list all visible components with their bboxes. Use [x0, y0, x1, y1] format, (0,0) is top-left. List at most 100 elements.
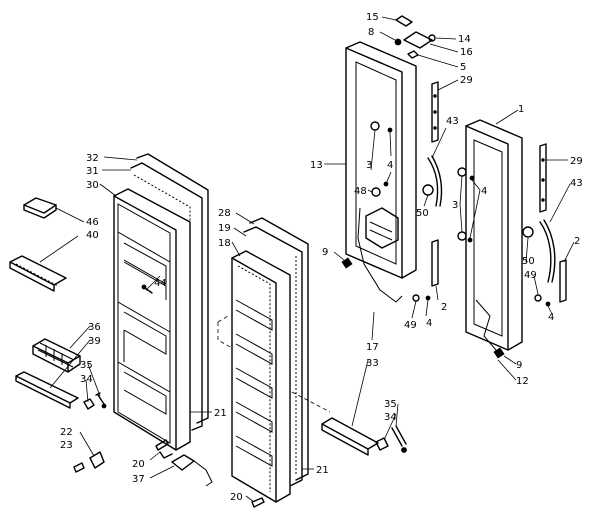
screw-20-shaft — [159, 451, 173, 459]
center-gasket-outer — [249, 217, 309, 481]
bushing-8 — [394, 38, 402, 46]
leader-4c — [469, 179, 481, 239]
wire-harness-17 — [357, 207, 403, 303]
callout-19: 19 — [218, 223, 231, 234]
leader-14 — [435, 37, 457, 40]
screw-20-bottom — [251, 497, 265, 508]
callout-34-left: 34 — [80, 374, 93, 385]
callout-20-left: 20 — [132, 459, 145, 470]
center-shelf-5 — [235, 435, 273, 467]
leader-43b — [549, 183, 571, 223]
callout-2-lower: 2 — [574, 236, 580, 247]
arm-43-lower — [539, 221, 552, 283]
screw-4-lower-a — [469, 175, 475, 181]
strip-29-upper — [431, 81, 439, 143]
callout-3-upper: 3 — [366, 160, 372, 171]
callout-9-upper: 9 — [322, 247, 328, 258]
cap-34-right — [375, 437, 389, 451]
cap-34-left — [83, 398, 95, 410]
callout-46: 46 — [86, 217, 99, 228]
liner-panel-window — [123, 261, 167, 362]
leader-lines — [39, 16, 575, 503]
shelf-bar-40 — [9, 255, 67, 292]
screw-9-upper — [341, 257, 353, 269]
leader-4a — [385, 131, 392, 185]
center-gasket-inner — [243, 226, 303, 487]
hinge-50-upper — [422, 184, 434, 196]
callout-49-lower: 49 — [524, 270, 537, 281]
dispenser-module-detail — [369, 221, 393, 241]
leader-34b — [383, 413, 397, 441]
leader-33 — [351, 359, 369, 427]
screw-20-lower-left — [155, 439, 169, 451]
leader-35b — [395, 403, 399, 427]
screw-35-left — [95, 392, 105, 405]
center-liner-front — [231, 257, 277, 503]
strip-29-lower-dot1 — [541, 158, 545, 162]
screw-4-lower-b — [467, 237, 473, 243]
strip-29-lower-dot2 — [541, 178, 545, 182]
leader-46 — [55, 207, 85, 223]
center-shelf-1 — [235, 299, 273, 331]
callout-15: 15 — [366, 12, 379, 23]
leader-30 — [99, 183, 117, 197]
callout-4-upper-b: 4 — [426, 318, 432, 329]
leader-37 — [149, 465, 175, 479]
door-liner-rim — [117, 203, 171, 444]
door-liner-outline — [113, 188, 191, 451]
strip-29-upper-dot2 — [433, 110, 437, 114]
washer-49-upper — [412, 294, 420, 302]
callout-12: 12 — [516, 376, 529, 387]
leader-17 — [371, 311, 375, 341]
callout-2-upper: 2 — [441, 302, 447, 313]
leader-34a — [85, 379, 89, 403]
pin-15 — [395, 15, 413, 27]
washer-49-lower — [534, 294, 542, 302]
callout-39: 39 — [88, 336, 101, 347]
screw-9-lower — [493, 347, 505, 359]
callout-43-lower: 43 — [570, 178, 583, 189]
clip-37 — [171, 454, 195, 471]
callout-30: 30 — [86, 180, 99, 191]
callout-9-lower: 9 — [516, 360, 522, 371]
leader-20a — [149, 451, 161, 461]
leader-4b — [425, 299, 429, 317]
frame-1-outline — [465, 119, 523, 351]
door-liner-front-edge — [113, 195, 177, 451]
callout-28: 28 — [218, 208, 231, 219]
leader-5 — [417, 54, 459, 68]
callout-numbers: 32 31 30 46 40 44 36 39 35 34 22 23 20 3… — [60, 12, 583, 503]
hinge-50-lower — [522, 226, 534, 238]
callout-40: 40 — [86, 230, 99, 241]
frame-13-inner — [355, 61, 397, 265]
wire-lower — [475, 299, 501, 357]
leader-40 — [39, 235, 79, 263]
cam-3-lower-b — [457, 231, 467, 241]
callout-35-left: 35 — [80, 360, 93, 371]
callout-43-upper: 43 — [446, 116, 459, 127]
callout-4-lower: 4 — [481, 186, 487, 197]
strip-29-upper-dot1 — [433, 94, 437, 98]
callout-35-right: 35 — [384, 399, 397, 410]
rail-33 — [321, 417, 379, 456]
screw-35-left-head — [101, 403, 107, 409]
basket-36-front — [32, 345, 81, 373]
cam-48 — [371, 187, 381, 197]
callout-20-center: 20 — [230, 492, 243, 503]
screw-35-right — [391, 425, 407, 447]
basket-36-grid — [37, 342, 75, 368]
callout-1: 1 — [518, 104, 524, 115]
door-gasket-outer — [136, 153, 209, 424]
leader-2b — [563, 241, 575, 263]
callout-3-lower: 3 — [452, 200, 458, 211]
screw-35-right-head — [401, 447, 407, 453]
callout-17: 17 — [366, 342, 379, 353]
center-shelf-2 — [235, 333, 273, 365]
center-shelf-4 — [235, 401, 273, 433]
leader-3b — [459, 175, 463, 233]
callout-18: 18 — [218, 238, 231, 249]
bracket-2-upper — [431, 239, 439, 287]
clip-37-wire — [193, 460, 213, 487]
